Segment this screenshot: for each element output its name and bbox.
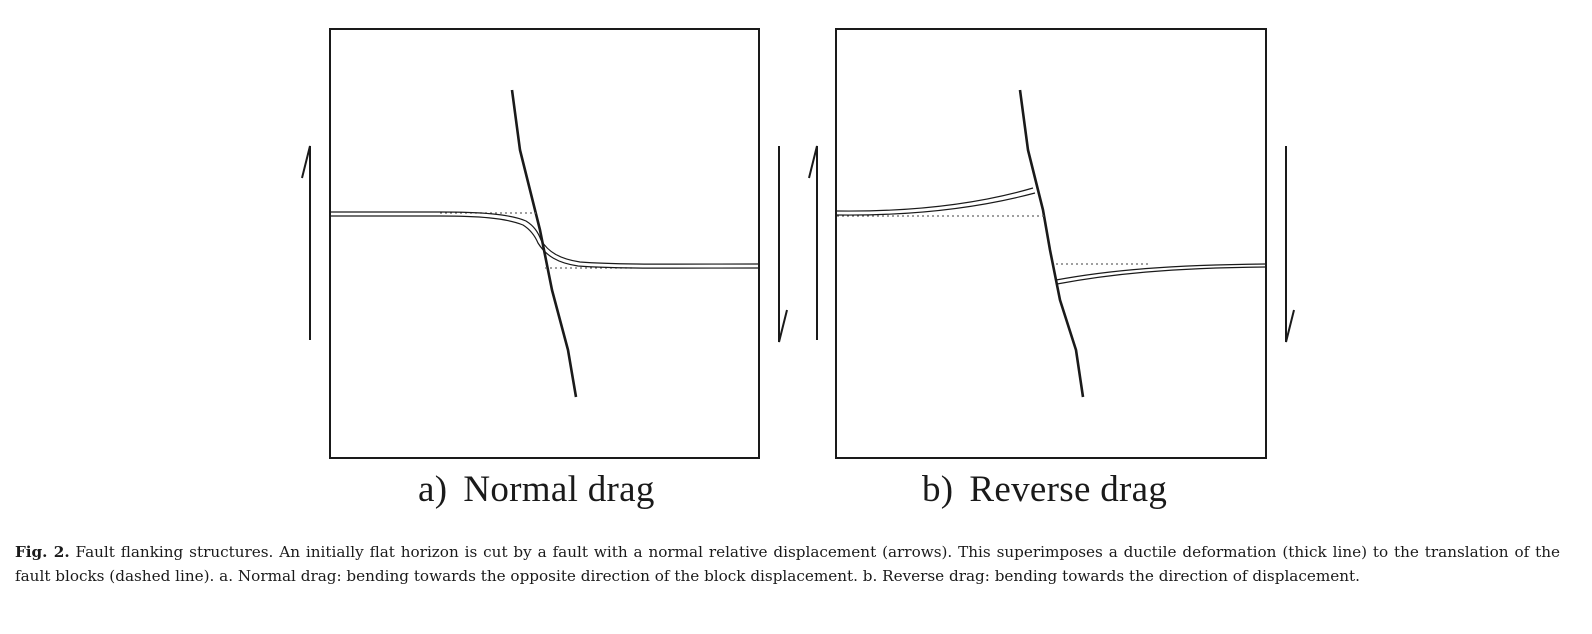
figure-caption: Fig. 2. Fault flanking structures. An in… [15,540,1560,588]
panel-b-fault-line [1018,89,1085,398]
panel-b-letter: b) [922,469,954,510]
panel-a-right-arrow-down-icon [778,146,788,343]
panel-b-deformed-horizon-right [1055,263,1266,285]
caption-figure-ref: Fig. 2. [15,543,70,561]
panel-b-label: b) Reverse drag [922,468,1167,511]
panel-a-label: a) Normal drag [418,468,655,511]
panel-a-fault-line [510,89,578,398]
panel-a-frame [329,28,760,459]
panel-b-left-arrow-up-icon [808,145,818,340]
panel-a-normal-drag [301,28,788,459]
caption-text: Fault flanking structures. An initially … [15,543,1560,585]
panel-a-letter: a) [418,469,448,510]
panel-a-title: Normal drag [463,469,655,510]
panel-a-left-arrow-up-icon [301,145,311,340]
panel-b-frame [835,28,1267,459]
panel-b-title: Reverse drag [969,469,1168,510]
panel-b-right-arrow-down-icon [1285,146,1295,343]
fault-drag-figure [301,28,1295,459]
panel-b-deformed-horizon-left [836,187,1036,216]
panel-a-deformed-horizon [331,211,759,269]
panel-b-reverse-drag [808,28,1295,459]
